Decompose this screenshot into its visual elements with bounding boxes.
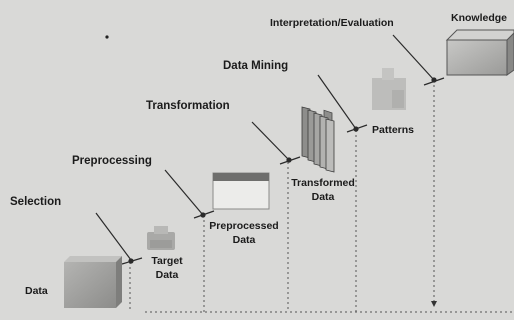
transformed-data-icon [301, 106, 335, 173]
selection-connector [95, 212, 132, 261]
target-data-icon [147, 226, 175, 250]
stage-label-preprocessed-data-line1: Preprocessed [209, 220, 279, 232]
data-cube-icon [64, 256, 122, 308]
step-label-preprocessing: Preprocessing [72, 155, 152, 167]
stage-label-target-data: Target Data [147, 254, 187, 282]
stray-dot [105, 35, 109, 39]
knowledge-box-icon [445, 29, 514, 76]
stage-label-transformed-data-line2: Data [311, 191, 335, 203]
patterns-icon [372, 68, 406, 110]
interpretation-connector [392, 34, 435, 81]
stage-label-preprocessed-data: Preprocessed Data [205, 219, 283, 247]
transformation-connector [251, 121, 290, 161]
step-label-selection: Selection [10, 196, 62, 208]
stage-label-patterns: Patterns [372, 124, 415, 136]
stage-label-transformed-data: Transformed Data [290, 176, 356, 204]
stage-label-transformed-data-line1: Transformed [291, 177, 355, 189]
step-label-interpretation: Interpretation/Evaluation [270, 17, 394, 29]
stage-label-target-data-line1: Target [151, 255, 183, 267]
stage-label-data: Data [25, 285, 48, 297]
step-label-transformation: Transformation [146, 100, 230, 112]
preprocessing-connector [164, 169, 204, 216]
preprocessed-data-icon [212, 172, 270, 210]
stage-label-knowledge: Knowledge [451, 12, 508, 24]
stage-label-target-data-line2: Data [155, 269, 179, 281]
data-mining-connector [317, 74, 357, 130]
step-connectors [95, 34, 445, 265]
step-label-data-mining: Data Mining [223, 60, 289, 72]
stage-label-preprocessed-data-line2: Data [232, 234, 256, 246]
